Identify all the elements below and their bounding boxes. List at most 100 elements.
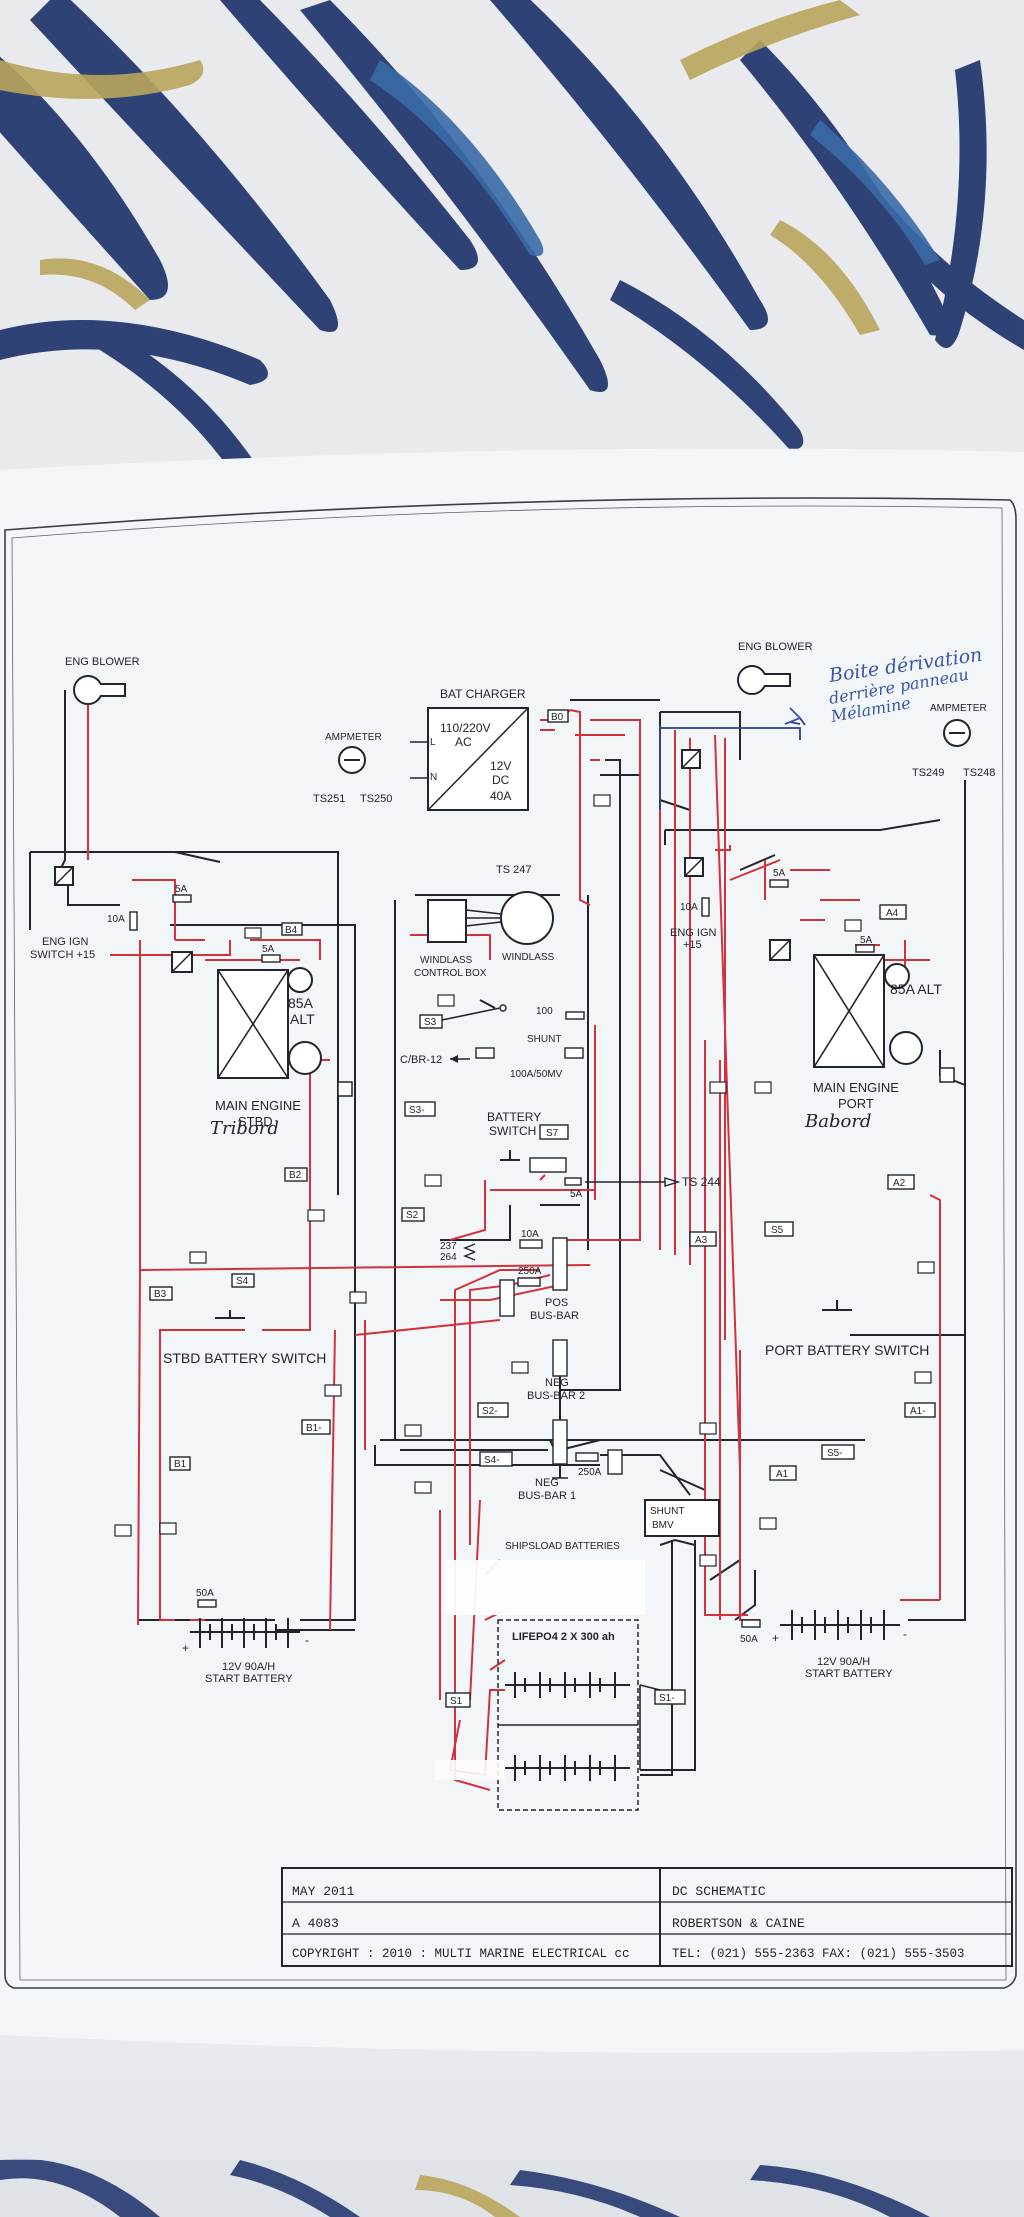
center-s7-label: S7 bbox=[546, 1128, 559, 1139]
center-tag-i bbox=[414, 1481, 432, 1494]
left-engine-section: ENG BLOWER AMPMETER TS251 TS250 5A 10A E… bbox=[30, 656, 392, 1685]
center-s3minus-label: S3- bbox=[409, 1105, 425, 1116]
center-tag-h bbox=[699, 1422, 717, 1435]
left-b3-label: B3 bbox=[154, 1289, 167, 1300]
right-fuse-5a-label: 5A bbox=[773, 868, 786, 879]
left-b4-tag bbox=[281, 922, 303, 936]
center-s2-tag bbox=[401, 1207, 425, 1222]
right-s5-tag bbox=[764, 1221, 794, 1237]
center-s2minus-label: S2- bbox=[482, 1406, 498, 1417]
right-a1-label: A1 bbox=[776, 1469, 789, 1480]
center-fuse-5a-icon bbox=[564, 1177, 582, 1186]
right-s5minus-label: S5- bbox=[827, 1448, 843, 1459]
left-tag-50-a bbox=[244, 927, 262, 939]
right-fuse-5a-b-label: 5A bbox=[860, 935, 873, 946]
pos-bus-bar-label-1: POS bbox=[545, 1297, 568, 1309]
wiring-blue bbox=[659, 717, 806, 810]
pos-bus-bar-label-2: BUS-BAR bbox=[530, 1310, 579, 1322]
pos-bus-bar-icon bbox=[499, 1279, 515, 1317]
left-fuse-10a: 10A bbox=[107, 914, 125, 925]
left-batt-minus: - bbox=[305, 1633, 309, 1647]
right-start-battery-label-1: 12V 90A/H bbox=[817, 1656, 870, 1668]
left-fuse-5a-b: 5A bbox=[262, 944, 275, 955]
center-fuse-100-icon bbox=[565, 1011, 585, 1020]
right-ts249: TS249 bbox=[912, 767, 944, 779]
left-fuse-10a-icon bbox=[129, 911, 138, 931]
right-port-battery-switch: PORT BATTERY SWITCH bbox=[765, 1342, 929, 1358]
neg-bus-bar-1-label-1: NEG bbox=[535, 1477, 559, 1489]
center-s1-label: S1 bbox=[450, 1696, 463, 1707]
right-tag-a bbox=[844, 919, 862, 932]
fabric-background-bottom bbox=[0, 2080, 1024, 2217]
right-tag-e bbox=[914, 1371, 932, 1384]
center-s4minus-label: S4- bbox=[484, 1455, 500, 1466]
right-a1-tag bbox=[769, 1465, 797, 1481]
shunt-bmv-box bbox=[644, 1499, 720, 1537]
windlass-control-box-label-1: WINDLASS bbox=[420, 955, 473, 966]
left-stbd-label: STBD bbox=[238, 1114, 273, 1129]
left-ts251: TS251 bbox=[313, 793, 345, 805]
right-ts248: TS248 bbox=[963, 767, 995, 779]
left-eng-ign-label: ENG IGN bbox=[42, 936, 89, 948]
left-eng-ign-label-2: SWITCH +15 bbox=[30, 949, 95, 961]
paper-sheet bbox=[0, 448, 1024, 2053]
left-start-battery-label-2: START BATTERY bbox=[205, 1673, 293, 1685]
center-tag-50-a bbox=[437, 994, 455, 1007]
neg-bus-bar-2-label-1: NEG bbox=[545, 1377, 569, 1389]
left-s4-label: S4 bbox=[236, 1276, 249, 1287]
center-shunt-rating-label: 100A/50MV bbox=[510, 1069, 563, 1080]
center-tag-50-b bbox=[424, 1174, 442, 1187]
neg-bus-bar-1-label-2: BUS-BAR 1 bbox=[518, 1490, 576, 1502]
ts247-label: TS 247 bbox=[496, 864, 531, 876]
center-s3-label: S3 bbox=[424, 1017, 437, 1028]
right-eng-blower-label: ENG BLOWER bbox=[738, 641, 813, 653]
center-shunt-icon bbox=[564, 1047, 584, 1059]
left-b1-tag bbox=[169, 1456, 191, 1471]
charger-b0-label: B0 bbox=[551, 712, 564, 723]
charger-dc-label: 12V bbox=[490, 759, 511, 773]
left-b2-label: B2 bbox=[289, 1170, 302, 1181]
left-tag-c bbox=[349, 1291, 367, 1304]
windlass-motor-icon bbox=[500, 891, 554, 945]
left-ammeter-label: AMPMETER bbox=[325, 732, 382, 743]
center-s2-label: S2 bbox=[406, 1210, 419, 1221]
title-copyright: COPYRIGHT : 2010 : MULTI MARINE ELECTRIC… bbox=[292, 1947, 630, 1961]
left-tag-e bbox=[114, 1524, 132, 1537]
right-tag-d bbox=[917, 1261, 935, 1274]
center-s3minus-tag bbox=[404, 1101, 436, 1117]
fabric-background-top bbox=[0, 0, 1024, 480]
left-tribord-note: Tribord bbox=[210, 1118, 279, 1139]
center-cbr12-label: C/BR-12 bbox=[400, 1054, 442, 1066]
center-tag-g bbox=[404, 1424, 422, 1437]
center-s1minus-tag bbox=[654, 1689, 686, 1705]
right-start-battery-icon bbox=[780, 1610, 900, 1640]
right-a2-tag bbox=[887, 1174, 915, 1190]
left-fuse-5a: 5A bbox=[175, 884, 188, 895]
title-drawing-no: A 4083 bbox=[292, 1916, 339, 1931]
windlass-control-box-label-2: CONTROL BOX bbox=[414, 968, 487, 979]
right-eng-ign-label-2: +15 bbox=[683, 939, 702, 951]
lifepo4-battery-1-icon bbox=[505, 1672, 630, 1698]
left-batt-plus: + bbox=[182, 1641, 189, 1655]
left-b4-label: B4 bbox=[285, 925, 298, 936]
center-shunt-label: SHUNT bbox=[527, 1034, 561, 1045]
charger-ac-label: 110/220V bbox=[440, 721, 491, 735]
ts244-label: TS 244 bbox=[682, 1175, 721, 1189]
left-fuse-50a: 50A bbox=[196, 1588, 214, 1599]
center-neg-fuse-250a-label: 250A bbox=[578, 1467, 602, 1478]
right-a4-tag bbox=[879, 904, 907, 920]
right-babord-note: Babord bbox=[804, 1111, 871, 1132]
right-tag-b bbox=[709, 1081, 727, 1094]
windlass-control-box bbox=[427, 899, 467, 943]
right-eng-blower-icon bbox=[737, 665, 767, 695]
center-section: BAT CHARGER 110/220V AC 12V DC 40A L N B… bbox=[400, 687, 721, 1811]
left-fuse-50a-icon bbox=[197, 1599, 217, 1608]
left-s4-tag bbox=[231, 1273, 255, 1288]
center-100-label: 100 bbox=[536, 1006, 553, 1017]
left-tag-f bbox=[159, 1522, 177, 1535]
left-b3-tag bbox=[149, 1286, 173, 1301]
right-batt-plus: + bbox=[772, 1631, 779, 1645]
right-a3-tag bbox=[689, 1231, 717, 1247]
left-alternator-icon bbox=[287, 967, 313, 993]
